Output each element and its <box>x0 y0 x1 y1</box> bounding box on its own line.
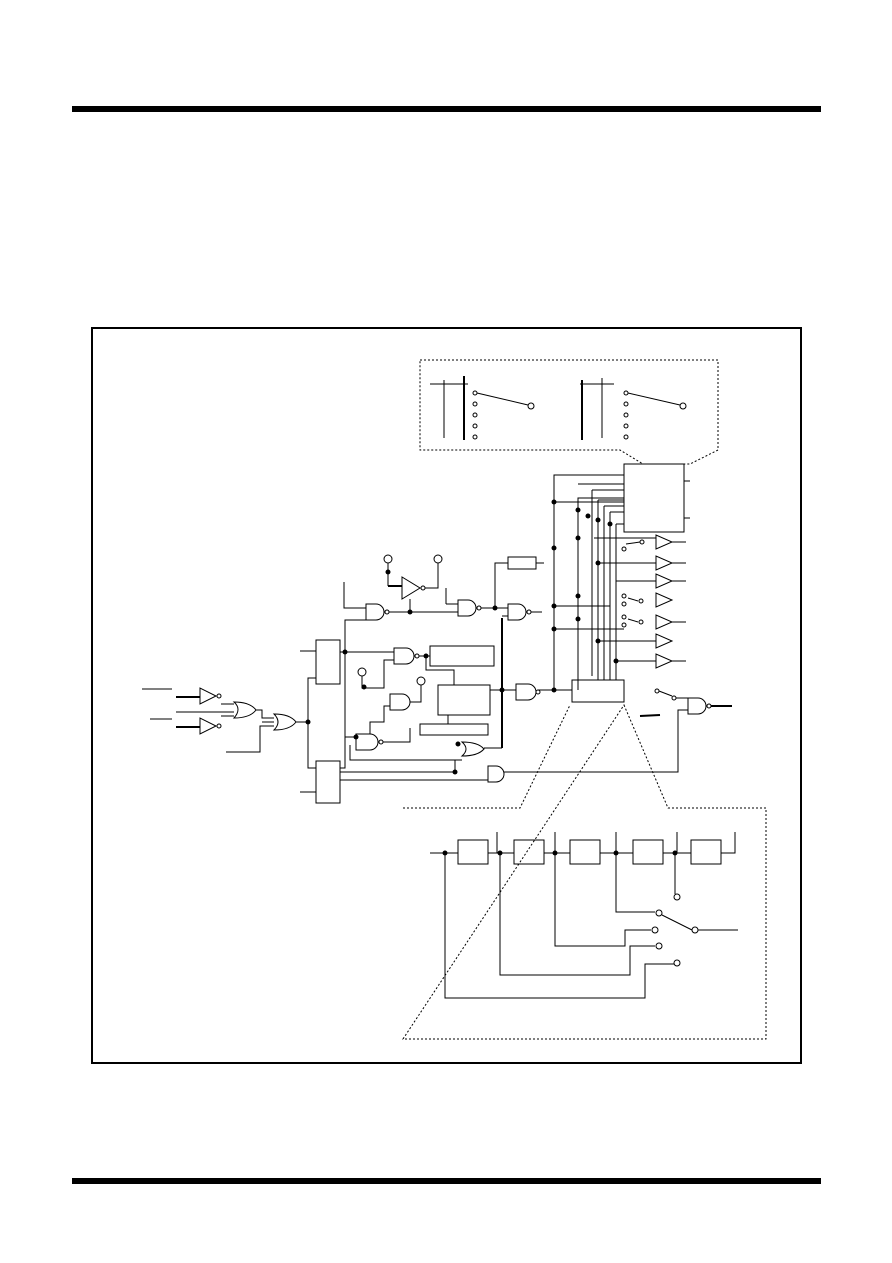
block-diagram-frame <box>91 327 802 1064</box>
selector-block <box>500 679 732 773</box>
footer-rule <box>72 1178 821 1184</box>
mode-switch-callout <box>419 359 719 465</box>
control-register-block <box>551 463 690 690</box>
register-blocks <box>300 619 488 804</box>
gate-logic <box>343 554 544 783</box>
input-stage <box>142 677 316 769</box>
output-buffers <box>551 534 686 669</box>
shift-register-callout <box>402 703 767 1040</box>
header-rule <box>72 106 821 112</box>
